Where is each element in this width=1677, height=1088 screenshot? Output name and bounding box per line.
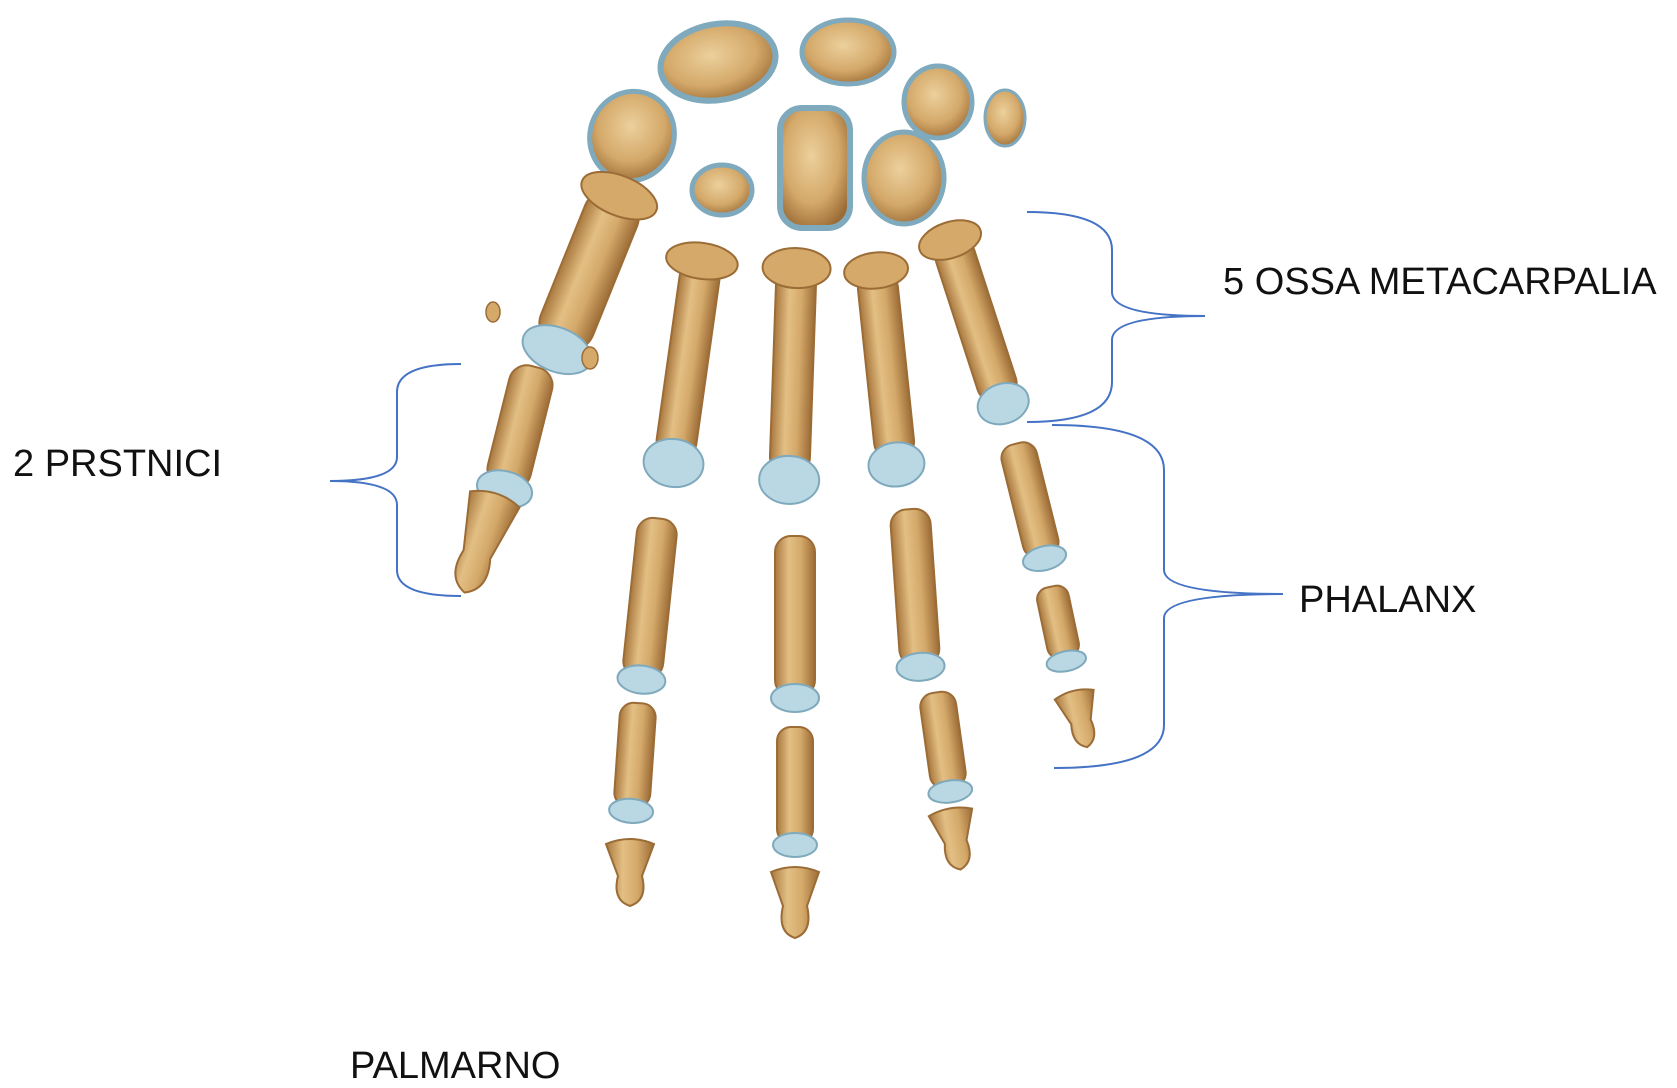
- middle-proximal-phalanx: [771, 536, 819, 712]
- index-middle-phalanx: [608, 702, 660, 825]
- index-proximal-phalanx: [616, 516, 682, 696]
- metacarpal-5: [914, 213, 1040, 432]
- little-middle-phalanx: [1031, 583, 1088, 675]
- carpal-triquetrum: [904, 66, 972, 138]
- metacarpal-4: [842, 249, 930, 489]
- carpal-lunate: [802, 20, 894, 84]
- index-distal-phalanx: [606, 839, 654, 906]
- sesamoid-bone: [582, 347, 598, 369]
- metacarpals-label: 5 OSSA METACARPALIA: [1223, 261, 1657, 304]
- thumb-distal-phalanx: [440, 486, 522, 601]
- ring-distal-phalanx: [928, 805, 982, 874]
- ring-proximal-phalanx: [886, 508, 946, 683]
- little-proximal-phalanx: [995, 438, 1069, 575]
- carpal-scaphoid: [654, 15, 781, 110]
- carpal-hamate: [864, 132, 944, 224]
- thumb-bracket: [330, 364, 461, 596]
- middle-distal-phalanx: [771, 867, 819, 938]
- carpal-trapezoid: [692, 165, 752, 215]
- view-label: PALMARNO: [350, 1045, 560, 1088]
- carpal-capitate: [780, 108, 850, 228]
- phalanges-label: PHALANX: [1299, 579, 1476, 622]
- metacarpal-2: [635, 238, 741, 492]
- metacarpal-bones: [486, 162, 1040, 505]
- metacarpal-3: [754, 247, 831, 505]
- ring-middle-phalanx: [915, 689, 974, 805]
- sesamoid-bone: [486, 302, 500, 322]
- thumb-label: 2 PRSTNICI: [13, 443, 222, 486]
- metacarpals-bracket: [1027, 212, 1205, 422]
- middle-middle-phalanx: [773, 727, 817, 857]
- carpal-pisiform: [985, 90, 1025, 146]
- little-distal-phalanx: [1054, 686, 1107, 752]
